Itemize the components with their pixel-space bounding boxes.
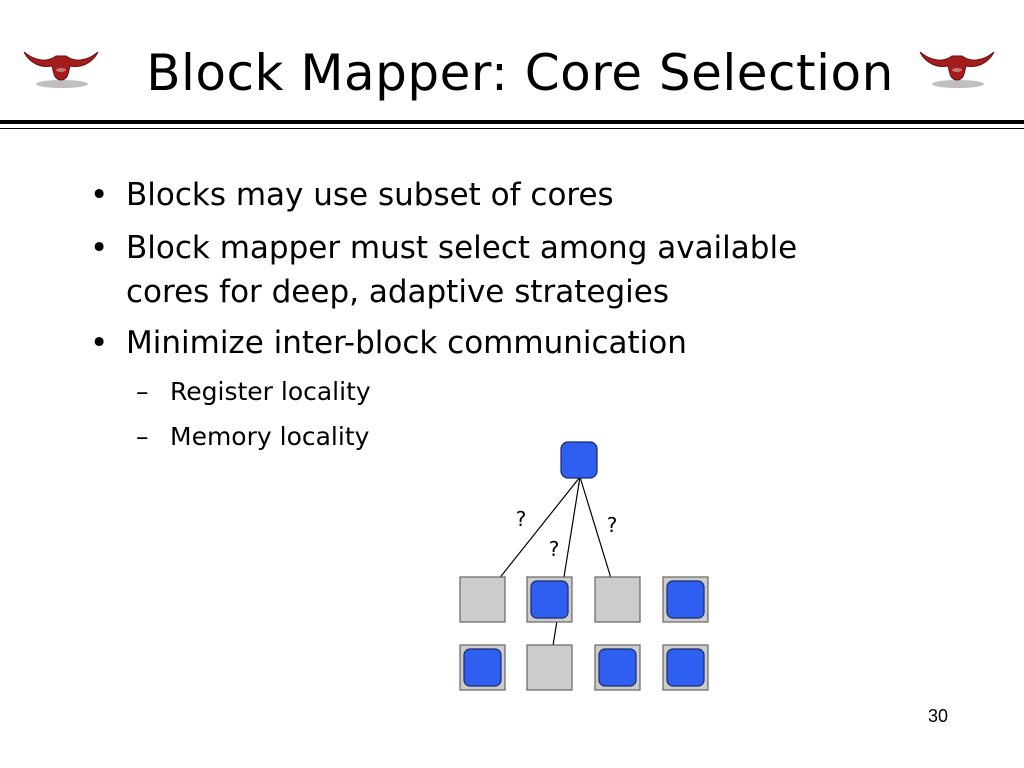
candidate-arrow-1: [546, 476, 581, 669]
bullet-line: Block mapper must select among available: [126, 230, 798, 266]
arrow-label: ?: [607, 513, 618, 537]
bullet-text: Blocks may use subset of cores: [126, 177, 614, 213]
mapped-block: [530, 580, 569, 619]
subbullet-text: Register locality: [170, 377, 371, 406]
source-block: [560, 441, 598, 479]
mapped-block: [666, 580, 705, 619]
arrow-label: ?: [549, 537, 560, 561]
bullet-line: cores for deep, adaptive strategies: [126, 274, 670, 310]
longhorn-icon: [23, 51, 99, 88]
core-1-1: [526, 644, 573, 691]
title-rule-thick: [0, 120, 1024, 124]
mapped-block: [463, 648, 502, 687]
bullet-dot: •: [90, 177, 109, 213]
arrow-label: ?: [516, 507, 527, 531]
mapped-block: [598, 648, 637, 687]
en-dash: –: [136, 377, 149, 406]
slide-title: Block Mapper: Core Selection: [146, 44, 894, 102]
page-number: 30: [927, 706, 948, 726]
en-dash: –: [136, 422, 149, 451]
bullet-dot: •: [90, 325, 109, 361]
mapped-block: [666, 648, 705, 687]
bullet-text: Block mapper must select among available…: [126, 226, 797, 314]
core-0-2: [594, 576, 641, 623]
subbullet-text: Memory locality: [170, 422, 370, 451]
core-0-0: [459, 576, 506, 623]
bullet-text: Minimize inter-block communication: [126, 325, 687, 361]
longhorn-icon: [919, 51, 995, 88]
bullet-dot: •: [90, 230, 109, 266]
title-rule-thin: [0, 128, 1024, 129]
